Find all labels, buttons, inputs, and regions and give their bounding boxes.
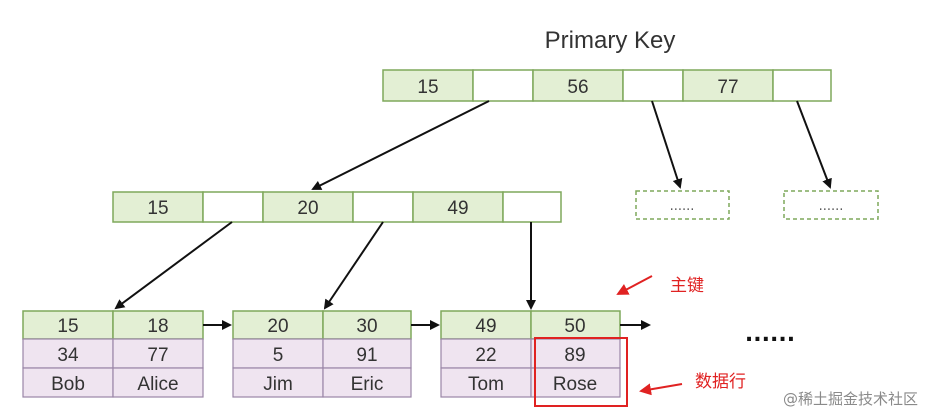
root-to-internal-arrow — [311, 100, 490, 190]
leaf-node: 20 30 5 91 Jim Eric — [232, 310, 412, 398]
collapsed-child-label: ...... — [819, 199, 844, 214]
root-node: 15 56 77 — [382, 69, 832, 102]
internal-key-label: 20 — [297, 198, 318, 219]
internal-pointer-cell-2 — [502, 191, 562, 223]
leaf-key-label: 15 — [57, 316, 78, 337]
root-key-label: 56 — [567, 77, 588, 98]
root-key-label: 77 — [717, 77, 738, 98]
leaf-key-label: 49 — [475, 316, 496, 337]
collapsed-child-node: ...... — [783, 190, 879, 220]
primary-key-annotation-arrow — [616, 275, 653, 295]
root-pointer-cell-2 — [772, 69, 832, 102]
leaf-key-cell — [232, 310, 324, 340]
data-row-annotation: 数据行 — [695, 372, 746, 392]
leaf-name-cell — [440, 367, 532, 398]
leaf-value-label: 5 — [273, 345, 284, 366]
leaf-value-label: 77 — [147, 345, 168, 366]
leaf-value-cell — [22, 338, 114, 369]
leaf-name-label: Eric — [351, 374, 384, 395]
leaf-name-label: Tom — [468, 374, 504, 395]
leaf-key-label: 20 — [267, 316, 288, 337]
root-key-cell-0 — [382, 69, 474, 102]
collapsed-child-label: ...... — [670, 199, 695, 214]
leaf-key-label: 18 — [147, 316, 168, 337]
watermark: @稀土掘金技术社区 — [783, 390, 918, 408]
internal-key-cell-2 — [412, 191, 504, 223]
root-to-collapsed-arrow — [796, 100, 832, 189]
root-key-cell-1 — [532, 69, 624, 102]
leaf-key-label: 30 — [356, 316, 377, 337]
leaf-continuation-ellipsis: ...... — [745, 322, 795, 347]
leaf-name-cell — [112, 367, 204, 398]
leaf-key-cell — [22, 310, 114, 340]
leaf-key-cell — [322, 310, 412, 340]
internal-pointer-cell-1 — [352, 191, 414, 223]
leaf-value-label: 22 — [475, 345, 496, 366]
leaf-value-label: 34 — [57, 345, 79, 366]
internal-to-leaf-arrow — [323, 221, 384, 310]
leaf-value-label: 89 — [564, 345, 585, 366]
root-pointer-cell-1 — [622, 69, 684, 102]
leaf-name-cell — [22, 367, 114, 398]
leaf-name-cell — [232, 367, 324, 398]
leaf-node: 49 50 22 89 Tom Rose — [440, 310, 621, 398]
leaf-name-cell — [322, 367, 412, 398]
leaf-value-cell — [322, 338, 412, 369]
leaf-value-cell — [232, 338, 324, 369]
leaf-name-label: Alice — [137, 374, 178, 395]
root-pointer-cell-0 — [472, 69, 534, 102]
collapsed-child-node: ...... — [635, 190, 730, 220]
primary-key-annotation: 主键 — [670, 276, 704, 296]
leaf-name-label: Bob — [51, 374, 85, 395]
data-row-highlight-box — [534, 337, 628, 407]
internal-to-leaf-arrow — [114, 221, 233, 310]
collapsed-child-box — [635, 190, 730, 220]
leaf-node: 15 18 34 77 Bob Alice — [22, 310, 204, 398]
internal-node: 15 20 49 — [112, 191, 562, 223]
internal-pointer-cell-0 — [202, 191, 264, 223]
root-key-cell-2 — [682, 69, 774, 102]
leaf-key-label: 50 — [564, 316, 585, 337]
internal-key-label: 49 — [447, 198, 468, 219]
diagram-title: Primary Key — [545, 27, 676, 54]
collapsed-child-box — [783, 190, 879, 220]
root-key-label: 15 — [417, 77, 438, 98]
leaf-name-label: Rose — [553, 374, 597, 395]
internal-key-label: 15 — [147, 198, 168, 219]
leaf-value-label: 91 — [356, 345, 377, 366]
leaf-name-cell — [530, 367, 621, 398]
root-to-collapsed-arrow — [651, 100, 683, 189]
leaf-name-label: Jim — [263, 374, 293, 395]
leaf-key-cell — [530, 310, 621, 340]
data-row-annotation-arrow — [639, 383, 683, 396]
internal-key-cell-1 — [262, 191, 354, 223]
